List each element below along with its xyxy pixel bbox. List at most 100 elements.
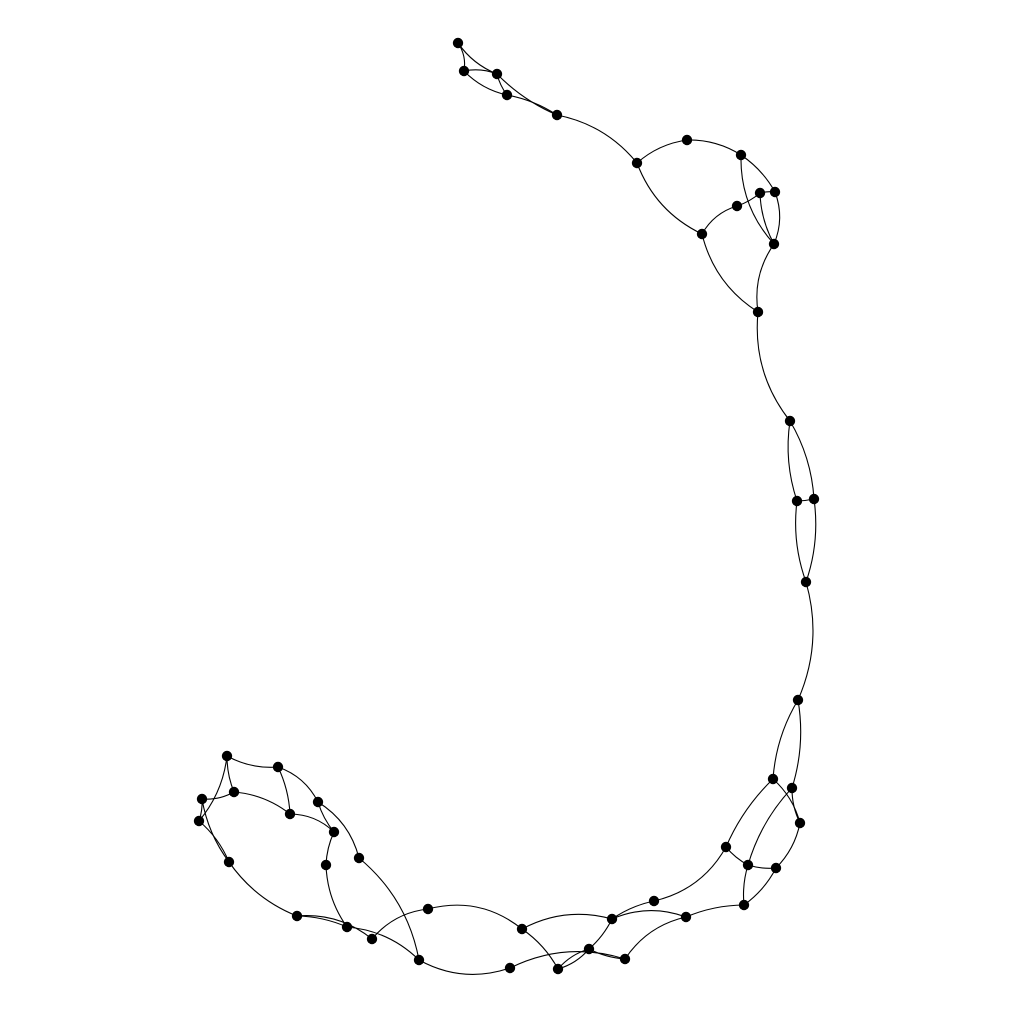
graph-edge <box>325 864 348 928</box>
graph-node <box>735 149 747 161</box>
graph-edge <box>636 162 703 235</box>
graph-edge <box>226 755 279 768</box>
graph-edge <box>740 154 775 245</box>
graph-node <box>320 859 332 871</box>
graph-node <box>223 856 235 868</box>
graph-edge <box>747 787 793 866</box>
graph-edge <box>701 233 759 313</box>
graph-node <box>422 903 434 915</box>
graph-edge <box>740 154 776 193</box>
graph-edge <box>588 918 613 950</box>
graph-edge <box>509 951 626 969</box>
graph-node <box>770 862 782 874</box>
graph-edge <box>201 798 230 863</box>
graph-node <box>458 65 470 77</box>
graph-edge <box>233 791 291 815</box>
graph-node <box>720 841 732 853</box>
graph-edge <box>686 139 742 156</box>
graph-edge <box>496 73 558 116</box>
graph-edge <box>611 910 687 920</box>
graph-edge <box>371 908 429 940</box>
graph-node <box>742 859 754 871</box>
graph-node <box>272 761 284 773</box>
graph-edge <box>795 500 807 583</box>
graph-node <box>808 493 820 505</box>
graph-edge <box>742 864 749 906</box>
graph-edge <box>358 857 420 961</box>
graph-node <box>341 921 353 933</box>
graph-node <box>767 773 779 785</box>
graph-edge <box>228 861 298 917</box>
graph-edge <box>427 904 523 930</box>
graph-node <box>619 953 631 965</box>
graph-edge <box>198 755 228 822</box>
graph-edge <box>521 928 559 970</box>
graph-node <box>284 808 296 820</box>
graph-node <box>769 186 781 198</box>
graph-edge <box>791 699 802 789</box>
graph-edge <box>521 913 613 930</box>
graph-edge <box>773 191 781 245</box>
graph-edge <box>787 420 798 502</box>
graph-edge <box>636 139 688 164</box>
graph-node <box>366 933 378 945</box>
graph-edge <box>775 822 801 869</box>
graph-edge <box>701 205 738 235</box>
graph-edge <box>805 498 817 583</box>
graph-edge <box>756 311 791 422</box>
graph-edge <box>226 755 235 793</box>
graph-node <box>221 750 233 762</box>
graph-node <box>754 187 766 199</box>
graph-nodes <box>193 37 820 975</box>
graph-edge <box>624 916 687 960</box>
graph-node <box>752 306 764 318</box>
graph-edge <box>772 699 799 780</box>
graph-node <box>606 913 618 925</box>
graph-edge <box>685 904 745 918</box>
graph-edge <box>756 243 775 313</box>
graph-node <box>791 495 803 507</box>
graph-edge <box>346 926 420 961</box>
graph-edge <box>653 846 727 902</box>
graph-edge <box>789 420 815 500</box>
graph-node <box>631 157 643 169</box>
graph-node <box>501 89 513 101</box>
graph-node <box>516 923 528 935</box>
graph-edge <box>296 915 348 928</box>
graph-node <box>193 815 205 827</box>
graph-edge <box>296 915 373 940</box>
graph-node <box>413 954 425 966</box>
graph-node <box>551 109 563 121</box>
graph-node <box>648 895 660 907</box>
graph-node <box>784 415 796 427</box>
graph-edge <box>317 801 360 859</box>
graph-node <box>328 826 340 838</box>
graph-node <box>731 200 743 212</box>
graph-node <box>681 134 693 146</box>
graph-node <box>696 228 708 240</box>
graph-node <box>583 943 595 955</box>
graph-edges <box>198 42 817 975</box>
graph-edge <box>725 778 774 848</box>
graph-node <box>291 910 303 922</box>
graph-node <box>491 68 503 80</box>
graph-node <box>312 796 324 808</box>
graph-node <box>738 899 750 911</box>
graph-edge <box>797 581 814 701</box>
graph-edge <box>418 959 511 975</box>
graph-node <box>228 786 240 798</box>
graph-edge <box>277 766 319 803</box>
graph-node <box>794 817 806 829</box>
graph-node <box>196 793 208 805</box>
graph-node <box>786 782 798 794</box>
graph-node <box>504 962 516 974</box>
graph-edge <box>556 114 638 164</box>
graph-node <box>680 911 692 923</box>
graph-node <box>552 963 564 975</box>
graph-edge <box>743 867 777 906</box>
graph-node <box>768 238 780 250</box>
graph-node <box>452 37 464 49</box>
graph-node <box>792 694 804 706</box>
graph-node <box>353 852 365 864</box>
